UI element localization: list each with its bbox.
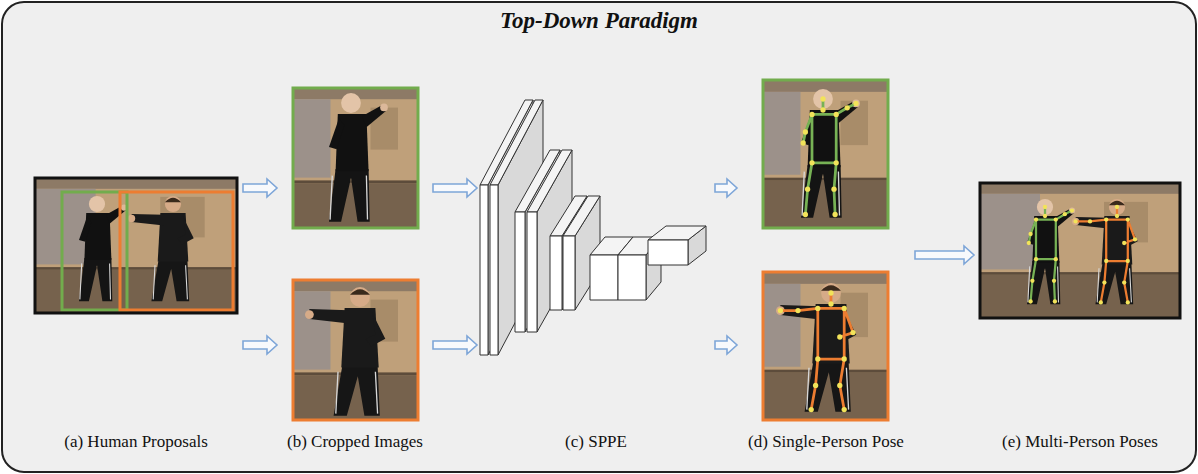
stage-column: (c) SPPE [481, 78, 711, 462]
cropped-photo [293, 280, 418, 420]
output-photo [1027, 199, 1075, 304]
cropped-photo [329, 93, 388, 222]
cropped-photo [293, 88, 418, 228]
flow-arrow [243, 179, 277, 197]
network-blocks [648, 226, 706, 265]
network-blocks [490, 100, 543, 185]
output-photo [980, 183, 1180, 318]
output-photo [1027, 205, 1075, 304]
stage-caption: (d) Single-Person Pose [748, 432, 904, 452]
title-band: Top-Down Paradigm [0, 8, 1198, 34]
input-photo [35, 178, 237, 313]
network-blocks [490, 100, 543, 355]
network-blocks [515, 212, 525, 332]
flow-arrow [433, 336, 477, 354]
input-photo [35, 178, 237, 313]
stage-column: (e) Multi-Person Poses [978, 78, 1182, 462]
flow-arrow [715, 336, 737, 354]
stage-caption: (c) SPPE [565, 432, 627, 452]
pose-photo [763, 80, 888, 228]
network-blocks [480, 100, 706, 355]
pose-photo [763, 272, 888, 420]
network-blocks [590, 255, 618, 300]
pose-photo [763, 80, 888, 228]
proposal-box [62, 192, 127, 310]
flow-arrow [715, 179, 737, 197]
output-photo [980, 183, 1180, 318]
stage-caption: (a) Human Proposals [64, 432, 208, 452]
stage-column: (a) Human Proposals [33, 78, 239, 462]
cropped-photo [293, 88, 418, 228]
stage-caption: (b) Cropped Images [287, 432, 423, 452]
network-blocks [648, 226, 706, 240]
pose-photo [778, 290, 856, 412]
flow-arrow [433, 179, 477, 197]
pose-photo [801, 96, 859, 217]
flow-arrow [915, 246, 974, 264]
diagram-title: Top-Down Paradigm [500, 8, 698, 33]
network-blocks [648, 240, 688, 265]
network-blocks [563, 236, 575, 310]
network-blocks [550, 236, 562, 310]
pose-photo [776, 283, 856, 412]
cropped-photo [293, 280, 418, 420]
cropped-photo [293, 280, 418, 420]
network-blocks [618, 255, 646, 300]
network-blocks [480, 185, 488, 355]
network-blocks [527, 150, 572, 212]
input-photo [35, 178, 237, 313]
pose-photo [763, 80, 888, 228]
flow-arrow [243, 336, 277, 354]
output-photo [1072, 199, 1138, 304]
pose-photo [763, 272, 888, 420]
cropped-photo [305, 287, 385, 416]
output-photo [1073, 205, 1137, 305]
network-blocks [563, 196, 600, 236]
pose-photo [801, 89, 860, 218]
output-photo [980, 183, 1180, 318]
pose-photo [763, 272, 888, 420]
stage-column: (d) Single-Person Pose [741, 78, 911, 462]
proposal-box [120, 192, 233, 310]
input-photo [128, 196, 194, 301]
cropped-photo [293, 88, 418, 228]
network-blocks [490, 185, 498, 355]
stage-column: (b) Cropped Images [281, 78, 429, 462]
stage-caption: (e) Multi-Person Poses [1002, 432, 1158, 452]
network-blocks [527, 212, 537, 332]
